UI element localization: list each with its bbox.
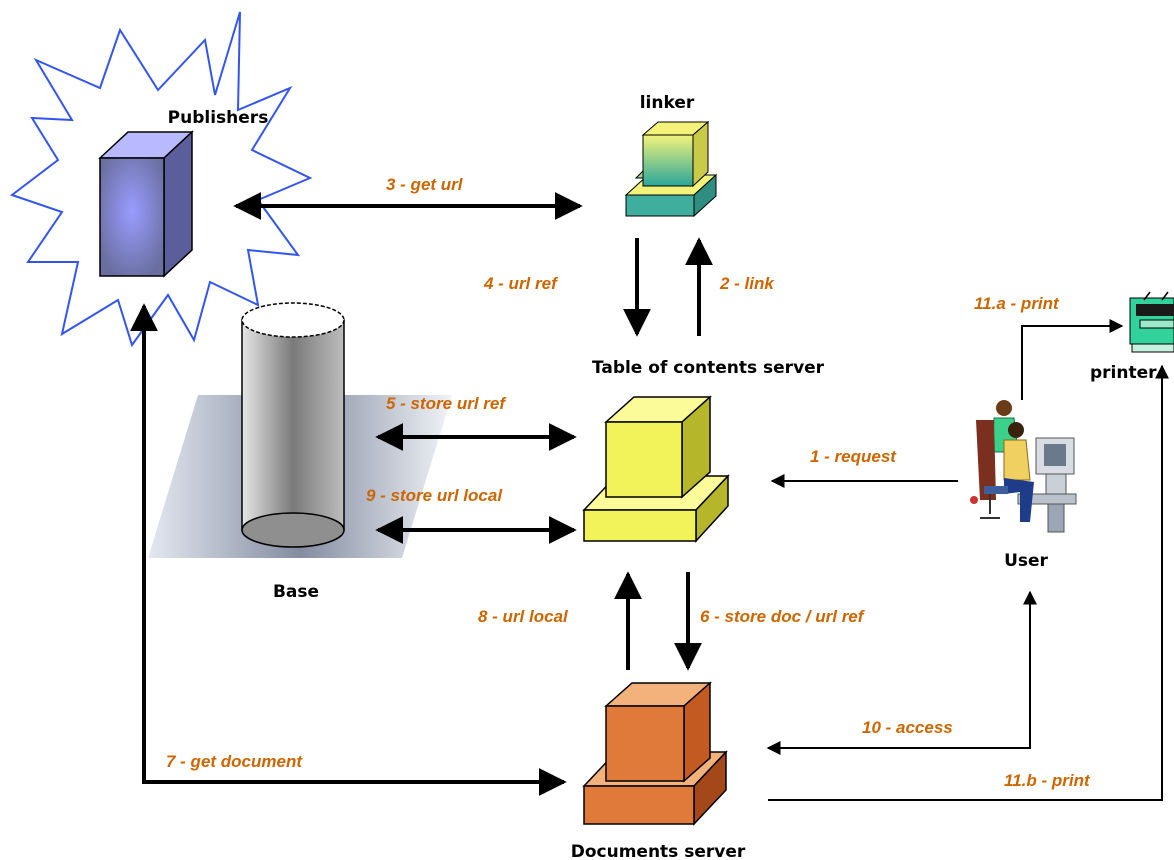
documents-server-node: Documents server xyxy=(571,681,746,860)
arrow-print-a xyxy=(1021,319,1124,400)
server-tower-icon xyxy=(98,130,194,278)
label-store-doc: 6 - store doc / url ref xyxy=(700,607,866,626)
computer-icon xyxy=(624,120,718,218)
label-link: 2 - link xyxy=(719,274,775,293)
person-at-computer-icon xyxy=(970,400,1077,533)
computer-icon xyxy=(582,395,730,543)
printer-node: printer xyxy=(1090,291,1174,383)
publishers-node: Publishers xyxy=(9,11,313,348)
label-print-b: 11.b - print xyxy=(1004,771,1091,790)
label-store-url-local: 9 - store url local xyxy=(366,486,503,505)
database-cylinder-icon xyxy=(241,302,345,548)
user-node: User xyxy=(970,400,1077,571)
toc-server-node: Table of contents server xyxy=(582,358,825,543)
printer-icon xyxy=(1129,291,1174,353)
arrow-print-b xyxy=(768,364,1169,801)
label-get-document: 7 - get document xyxy=(166,752,303,771)
toc-server-label: Table of contents server xyxy=(592,358,825,378)
base-label: Base xyxy=(273,582,319,602)
label-access: 10 - access xyxy=(862,718,953,737)
documents-server-label: Documents server xyxy=(571,842,746,860)
user-label: User xyxy=(1004,551,1048,571)
label-get-url: 3 - get url xyxy=(386,175,464,194)
linker-label: linker xyxy=(640,93,695,113)
arrow-access xyxy=(766,590,1037,755)
label-store-url-ref: 5 - store url ref xyxy=(386,394,507,413)
printer-label: printer xyxy=(1090,363,1157,383)
label-request: 1 - request xyxy=(810,447,897,466)
arrow-get-document xyxy=(130,303,567,796)
label-url-local: 8 - url local xyxy=(478,607,569,626)
publishers-label: Publishers xyxy=(168,108,269,128)
label-print-a: 11.a - print xyxy=(974,294,1060,313)
computer-icon xyxy=(582,681,728,826)
label-url-ref: 4 - url ref xyxy=(483,274,559,293)
base-node: Base xyxy=(148,302,452,602)
linker-node: linker xyxy=(624,93,718,218)
